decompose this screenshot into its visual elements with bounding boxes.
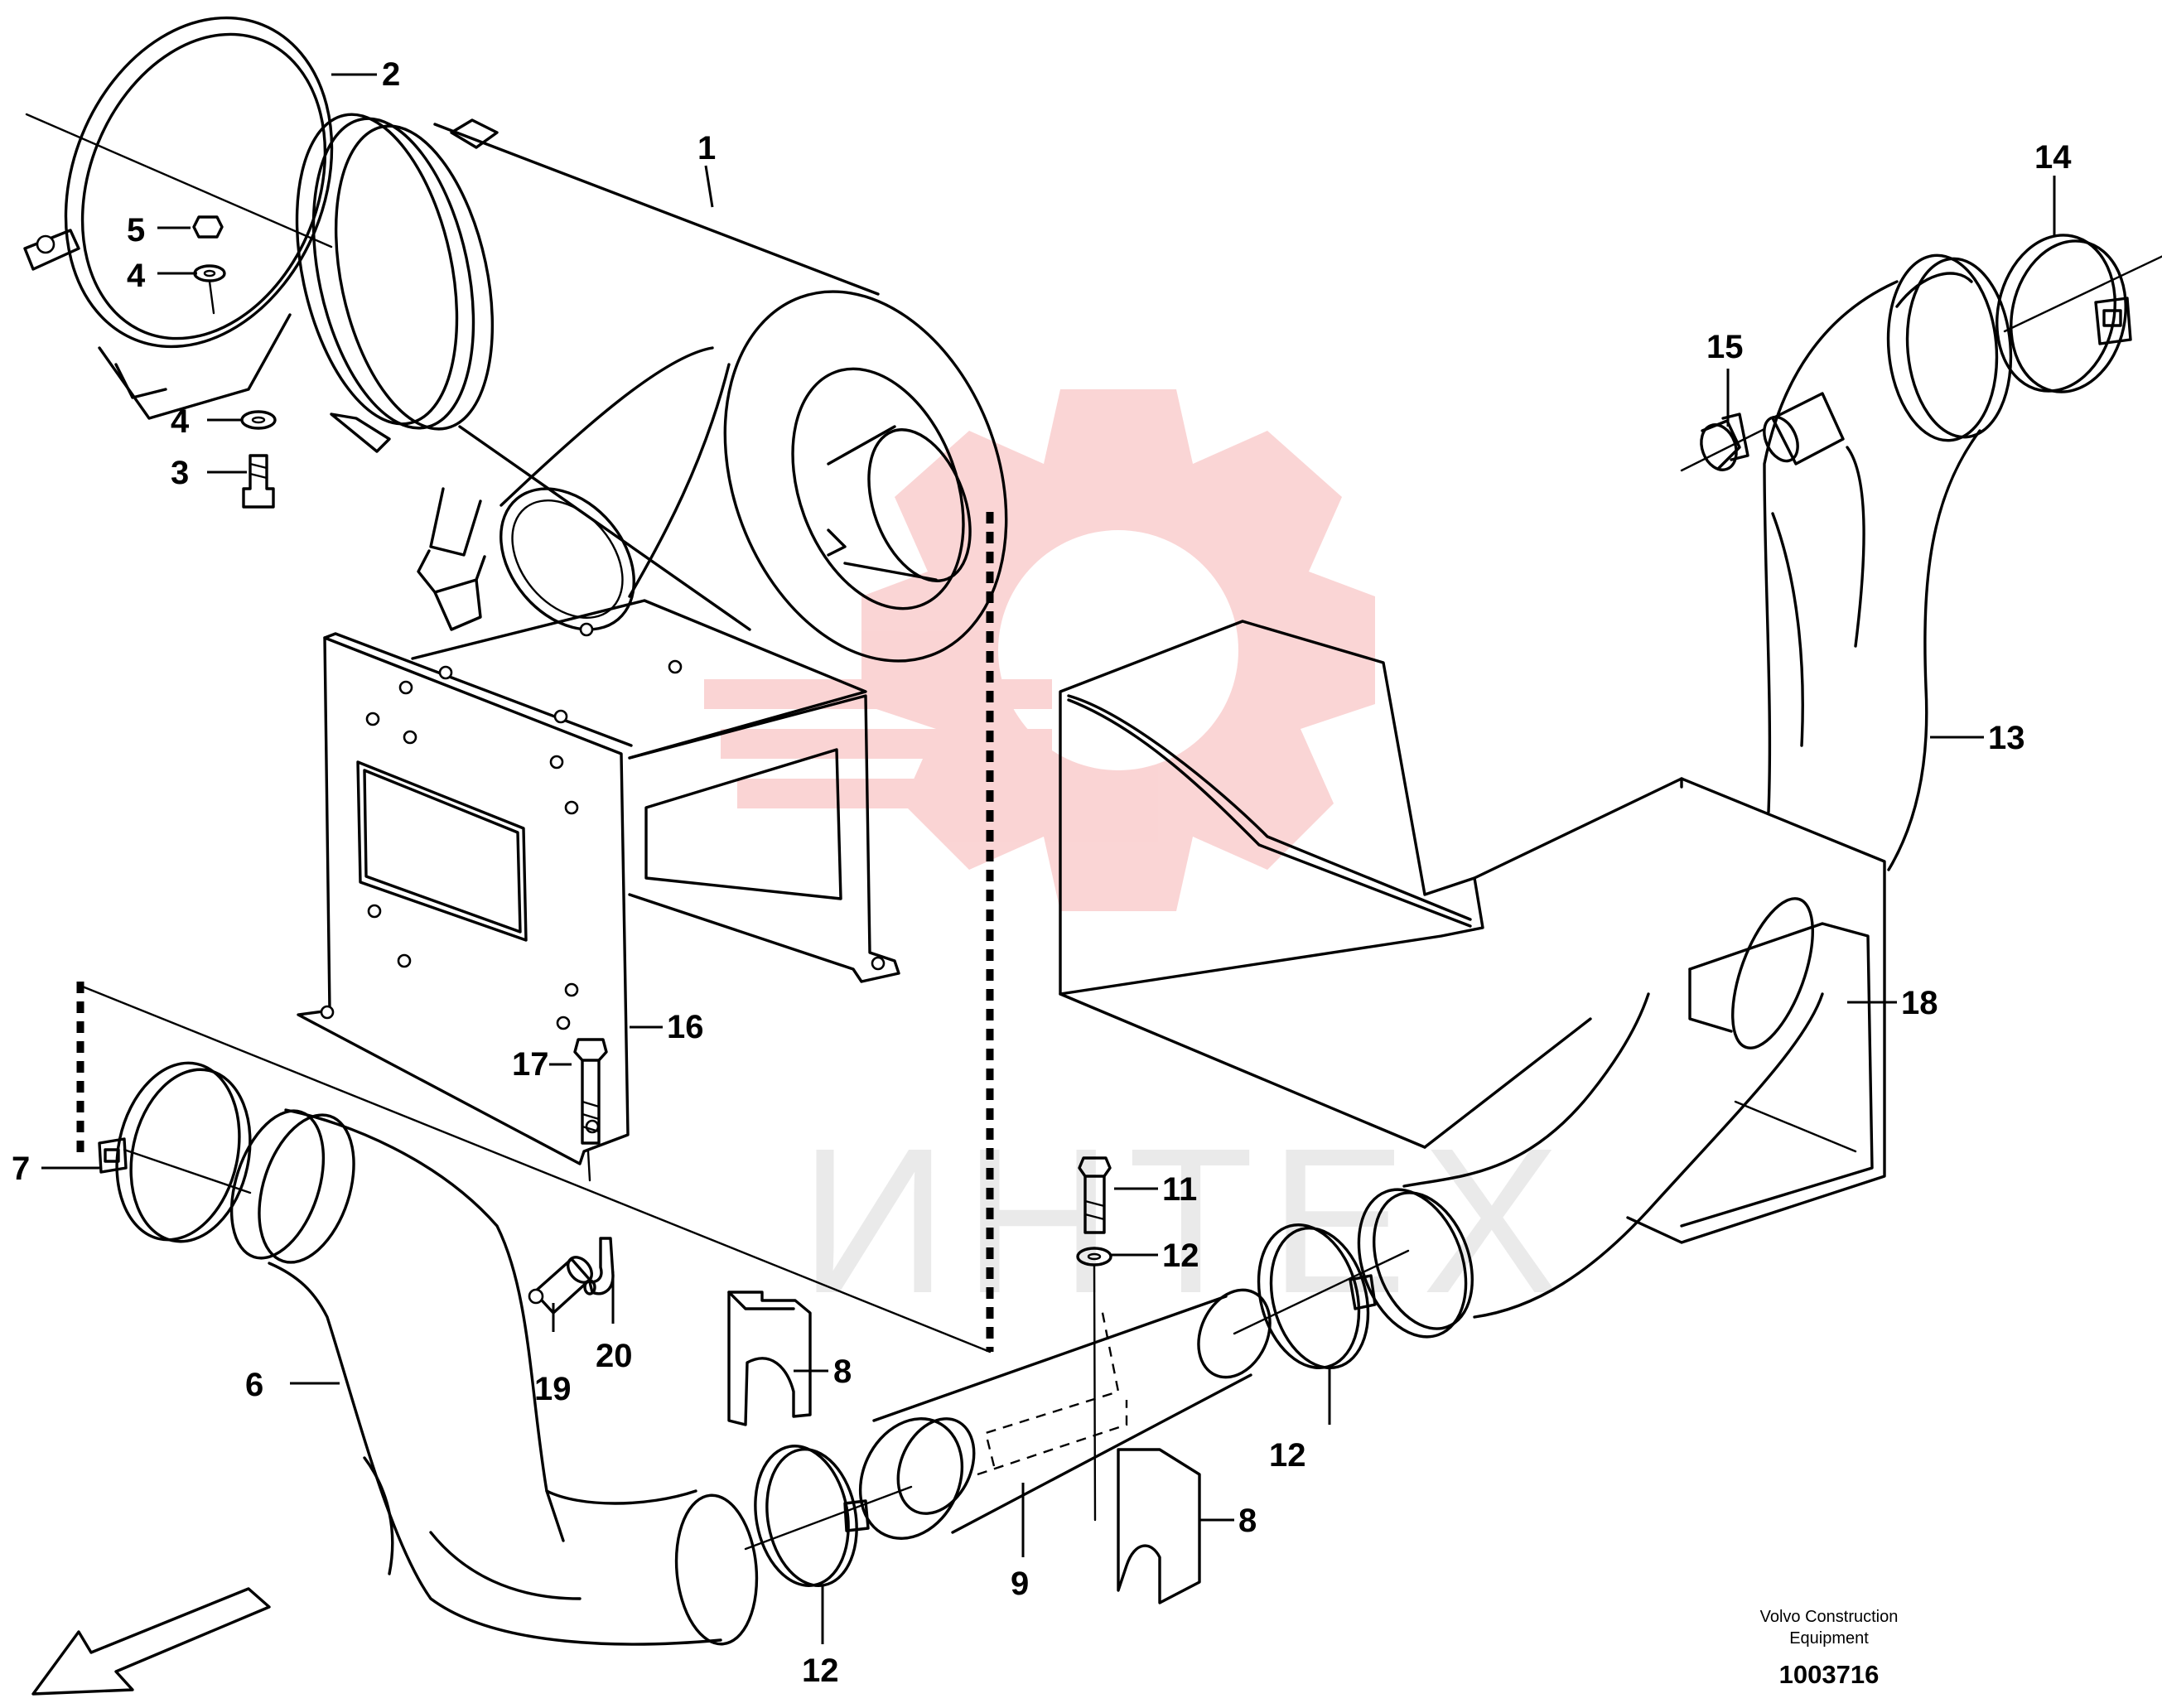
part-12-hose-clamp-right — [1233, 1223, 1410, 1370]
caption-block: Volvo Construction Equipment 1003716 — [1760, 1608, 1899, 1689]
part-6-inlet-hose — [229, 1108, 759, 1646]
frame-reference-lines — [76, 512, 994, 1353]
callout-7: 7 — [12, 1151, 30, 1187]
callout-20: 20 — [596, 1338, 633, 1374]
caption-company-line2: Equipment — [1789, 1629, 1869, 1648]
caption-reference-number: 1003716 — [1779, 1660, 1880, 1689]
part-18-hood — [1059, 620, 1886, 1244]
part-1-air-cleaner — [295, 113, 1008, 663]
leader-lines — [41, 73, 2056, 1644]
callout-13: 13 — [1988, 720, 2025, 756]
callout-labels: 2 1 5 4 4 3 14 15 13 18 16 17 7 11 12 20… — [12, 56, 2072, 1689]
part-11-washer — [1076, 1247, 1112, 1522]
callout-3: 3 — [171, 455, 189, 491]
part-15-small-clamp — [1680, 413, 1766, 472]
callout-1: 1 — [697, 130, 716, 166]
callout-2: 2 — [382, 56, 400, 93]
callout-6: 6 — [245, 1367, 263, 1403]
callout-14: 14 — [2034, 139, 2072, 176]
callout-10: 11 — [1162, 1171, 1197, 1208]
caption-company-line1: Volvo Construction — [1760, 1608, 1899, 1626]
callout-15: 15 — [1706, 329, 1744, 365]
part-12-hose-clamp-left — [744, 1445, 913, 1587]
callout-12-left: 12 — [802, 1653, 839, 1689]
callout-9: 9 — [1011, 1566, 1029, 1602]
part-4-washer-upper — [193, 264, 226, 315]
callout-8-upper: 8 — [833, 1353, 852, 1390]
callout-4-upper: 4 — [127, 258, 146, 294]
callout-8-lower: 8 — [1238, 1503, 1257, 1539]
callout-17: 17 — [512, 1046, 549, 1083]
part-14-hose-clamp — [1996, 234, 2162, 393]
part-17-bolt — [573, 1038, 608, 1145]
watermark-gear-logo — [704, 389, 1375, 911]
part-9-pipe — [858, 1288, 1272, 1540]
callout-11: 12 — [1162, 1238, 1199, 1274]
part-16-bracket — [297, 599, 900, 1165]
part-8-block-upper — [727, 1291, 812, 1426]
part-7-hose-clamp — [98, 1061, 252, 1243]
part-3-bolt — [242, 454, 275, 509]
callout-19: 19 — [534, 1371, 572, 1407]
part-5-nut — [192, 215, 224, 239]
part-13-outlet-hose — [1763, 253, 2013, 871]
callout-5: 5 — [127, 212, 145, 248]
direction-arrow-icon — [31, 1587, 271, 1696]
part-4-washer-lower — [240, 410, 277, 430]
watermark-text: ИНТЕХ — [799, 1105, 1575, 1336]
callout-16: 16 — [667, 1009, 704, 1045]
part-10-bolt — [1078, 1156, 1112, 1234]
callout-18: 18 — [1901, 985, 1938, 1021]
callout-4-lower: 4 — [171, 403, 190, 440]
part-2-band-clamp — [23, 16, 334, 420]
callout-12-right: 12 — [1269, 1437, 1306, 1474]
part-8-block-lower — [1117, 1448, 1201, 1604]
part-18-elbow-pipe — [1357, 897, 1824, 1339]
